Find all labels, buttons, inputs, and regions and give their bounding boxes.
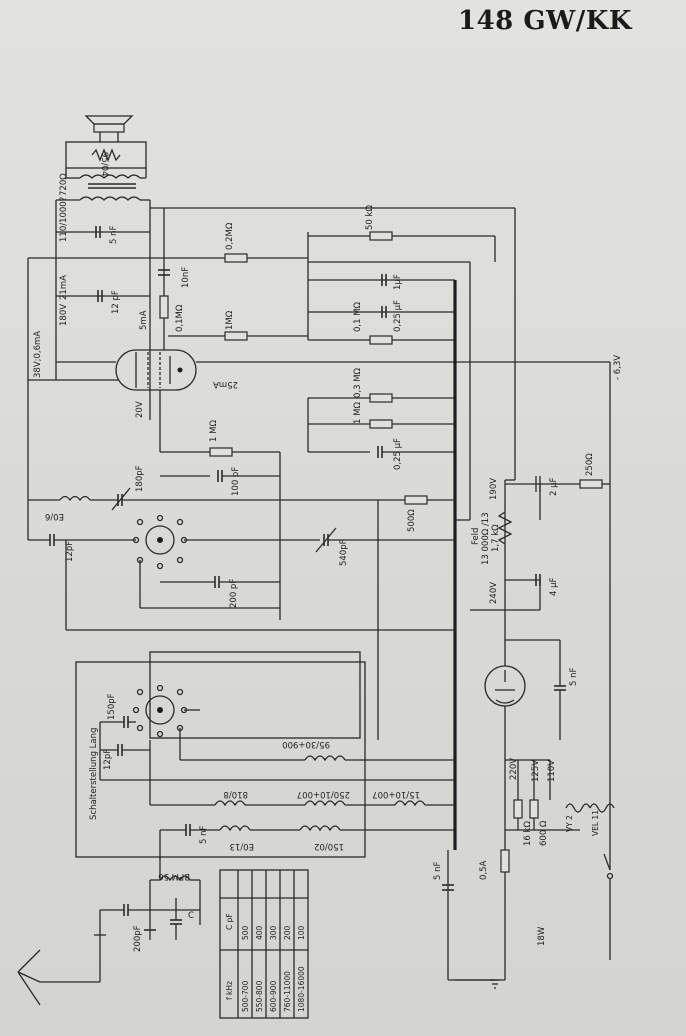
label-labels.i-21ma: 21mA [59, 275, 69, 300]
label-labels.feld-val: 13 000Ω /13 [481, 512, 491, 565]
band-switch-icon [132, 684, 188, 738]
label-labels.c-c: C [188, 911, 194, 921]
label-labels.v-190: 190V [489, 478, 499, 500]
label-labels.v-110: 110V [547, 760, 557, 782]
label-labels.power: 18W [537, 926, 547, 946]
table-cell-freq: 600-900 [269, 980, 278, 1012]
label-labels.coil-250: 250/10+007 [297, 789, 350, 799]
label-labels.c-100pf: 100 pF [231, 467, 241, 496]
table-cell-freq: 550-800 [255, 980, 264, 1012]
label-labels.c-12pf-c: 12pF [103, 749, 113, 770]
label-labels.r-16k: 16 kΩ [523, 821, 533, 846]
label-labels.v-220: 220V [509, 758, 519, 780]
label-labels.fuse: 0,5A [479, 860, 489, 880]
label-labels.coil-e013: E0/13 [230, 841, 254, 851]
label-labels.v-63: - 6,3V [613, 355, 623, 380]
label-labels.coil-e016: E0/6 [45, 511, 64, 521]
table-header-f: f kHz [225, 981, 234, 1000]
power-switch-icon [603, 853, 614, 880]
label-labels.i-25ma: 25mA [213, 379, 238, 389]
heater-label-vy2: VY 2 [565, 815, 574, 832]
label-labels.r-500: 500Ω [407, 509, 417, 532]
label-labels.r-600: 600 Ω [539, 820, 549, 846]
label-labels.r-1m-a: 1MΩ [225, 310, 235, 330]
label-labels.r-02m: 0,2MΩ [225, 222, 235, 250]
label-labels.r-250: 250Ω [585, 453, 595, 476]
label-labels.r-1m-c: 1 MΩ [209, 420, 219, 442]
label-labels.r-01m-b: 0,1 MΩ [353, 301, 363, 332]
label-labels.c-12pf-top: 12 pF [111, 290, 121, 314]
label-labels.schalter: Schalterstellung Lang [89, 728, 99, 820]
label-labels.v-240: 240V [489, 582, 499, 604]
label-labels.trafo: 95/04 [99, 152, 109, 177]
table-cell-cap: 200 [283, 925, 292, 940]
label-labels.c-200pf-a: 200pF [133, 925, 143, 952]
table-cell-cap: 500 [241, 925, 250, 940]
table-header-c: C pF [225, 913, 234, 930]
label-labels.coil-150: 150/02 [314, 841, 344, 851]
label-labels.c-5nf-l: 5 nF [199, 826, 209, 844]
antenna-symbol-icon [17, 949, 41, 1006]
table-cell-cap: 400 [255, 925, 264, 940]
label-labels.v-20: 20V [135, 401, 145, 418]
label-labels.coil-95: 95/30+900 [282, 739, 330, 749]
label-labels.c-1uf: 1μF [393, 274, 403, 290]
label-labels.c-5nf-top: 5 nF [109, 226, 119, 244]
sheet-title: 148 GW/KK [458, 6, 632, 36]
label-labels.c-12pf-b: 12pF [65, 541, 75, 562]
label-labels.v-125: 125V [531, 760, 541, 782]
table-cell-freq: 500-700 [241, 980, 250, 1012]
frequency-table [219, 869, 309, 1019]
label-labels.c-025-a: 0,25 μF [393, 300, 403, 332]
label-labels.c-2uf: 2 μF [549, 477, 559, 496]
loudspeaker-icon [84, 115, 134, 142]
label-labels.r-03m: 0,3 MΩ [353, 367, 363, 398]
label-labels.c-150pf: 150pF [107, 693, 117, 720]
label-labels.coil-810: 810/8 [224, 789, 249, 799]
label-labels.feld-val2: 1,7 kΩ [491, 524, 501, 552]
label-labels.feld: Feld [471, 528, 481, 545]
table-cell-cap: 300 [269, 925, 278, 940]
table-cell-freq: 1080-16000 [297, 966, 306, 1012]
label-labels.c-540pf: 540pF [339, 539, 349, 566]
label-labels.c-10nf: 10nF [181, 267, 191, 288]
label-labels.trafo-ratio: 110/1000? [59, 197, 69, 242]
label-labels.i-5ma: 5mA [139, 310, 149, 330]
bpm56-coil-icon [159, 875, 191, 882]
label-labels.c-200pf-b: 200 pF [229, 579, 239, 608]
label-labels.v-180: 180V [59, 304, 69, 326]
label-labels.r-720: 720Ω [59, 173, 69, 196]
wave-switch-icon [132, 514, 188, 570]
label-labels.v-38: 38V;0,6mA [33, 331, 43, 378]
label-labels.coil-151: 15/10+007 [372, 789, 420, 799]
table-cell-cap: 100 [297, 925, 306, 940]
label-labels.c-025-b: 0,25 μF [393, 438, 403, 470]
label-labels.c-4uf: 4 μF [549, 577, 559, 596]
heater-label-vel11: VEL 11 [591, 810, 600, 836]
label-labels.r-1m-b: 1 MΩ [353, 402, 363, 424]
table-cell-freq: 760-11000 [283, 971, 292, 1012]
label-labels.bpm: BPM 56 [158, 871, 190, 881]
vy2-rectifier-icon [484, 665, 526, 707]
label-labels.r-50k: 50 kΩ [365, 205, 375, 230]
label-labels.r-01m: 0,1MΩ [175, 304, 185, 332]
label-labels.c-5nf-b: 5 nF [433, 862, 443, 880]
label-labels.c-5nf-r: 5 nF [569, 668, 579, 686]
label-labels.c-180pf: 180pF [135, 465, 145, 492]
vel11-tube-icon [115, 349, 197, 391]
